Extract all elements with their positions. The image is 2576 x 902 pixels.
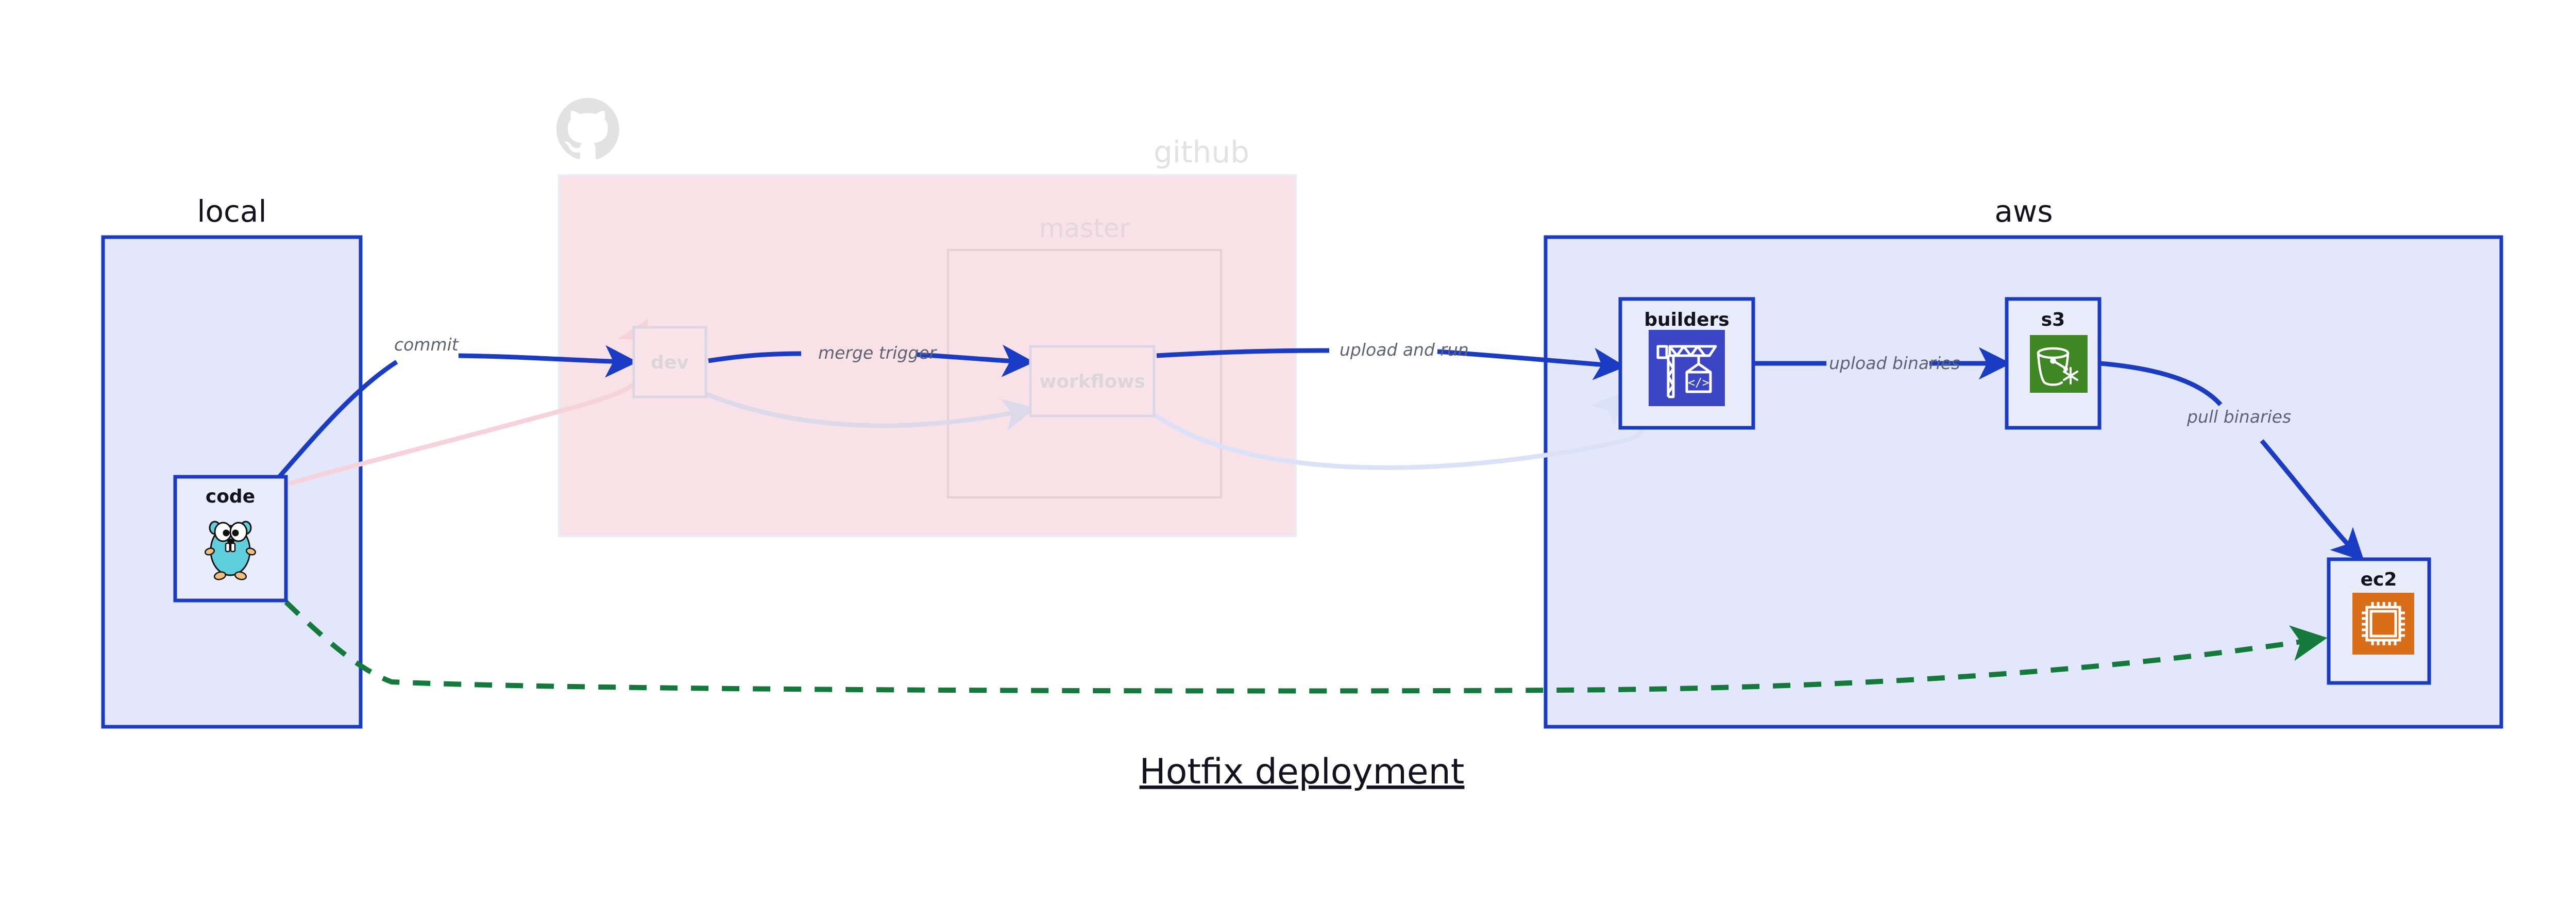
node-builders[interactable]: builders </> [1618,297,1755,430]
node-ec2[interactable]: ec2 [2327,557,2431,685]
diagram-title: Hotfix deployment [1140,751,1465,792]
edge-label-merge-trigger: merge trigger [818,343,938,363]
edge-upload-run-head [1437,347,1626,380]
edge-label-upload-and-run: upload and run [1340,340,1469,360]
edge-label-upload-binaries: upload binaries [1829,353,1960,373]
zone-github-label: github [1154,135,1249,170]
edge-merge-head [917,344,1035,377]
active-edge-group: commit merge trigger upload and run uplo… [266,335,2365,694]
go-gopher-icon [204,521,257,580]
node-workflows[interactable]: workflows [1029,345,1156,417]
node-s3[interactable]: s3 [2005,297,2102,430]
node-dev-rect [632,326,707,398]
node-dev[interactable]: dev [632,326,707,398]
node-workflows-rect [1029,345,1156,417]
crane-code-icon: </> [1649,330,1725,406]
edge-commit-head [458,345,638,378]
node-code-label: code [206,486,255,507]
bucket-snowflake-icon [2030,335,2088,393]
edge-upload-run-tail [1156,348,1330,358]
zone-aws-label: aws [1994,194,2053,229]
edge-merge-tail [708,351,802,363]
edge-pull-binaries-head [2260,439,2365,562]
edge-commit-tail [266,360,398,491]
edge-pull-binaries-tail [2100,361,2223,406]
edge-hotfix-direct [284,600,2328,694]
zone-local-label: local [197,194,266,229]
node-ec2-label: ec2 [2361,569,2397,590]
node-code[interactable]: code [173,475,288,603]
node-workflows-label: workflows [1039,371,1145,392]
node-s3-label: s3 [2041,309,2065,330]
edge-label-pull-binaries: pull binaries [2187,407,2291,427]
edge-faded-dev-workflows [706,392,1036,431]
cpu-chip-icon [2352,593,2414,655]
node-dev-label: dev [651,352,689,373]
node-builders-label: builders [1644,309,1729,330]
github-octocat-icon [556,98,619,159]
zone-master-label: master [1039,213,1130,243]
edge-label-commit: commit [394,335,459,355]
code-brackets-glyph: </> [1688,376,1709,390]
zone-local[interactable]: local [101,194,363,729]
